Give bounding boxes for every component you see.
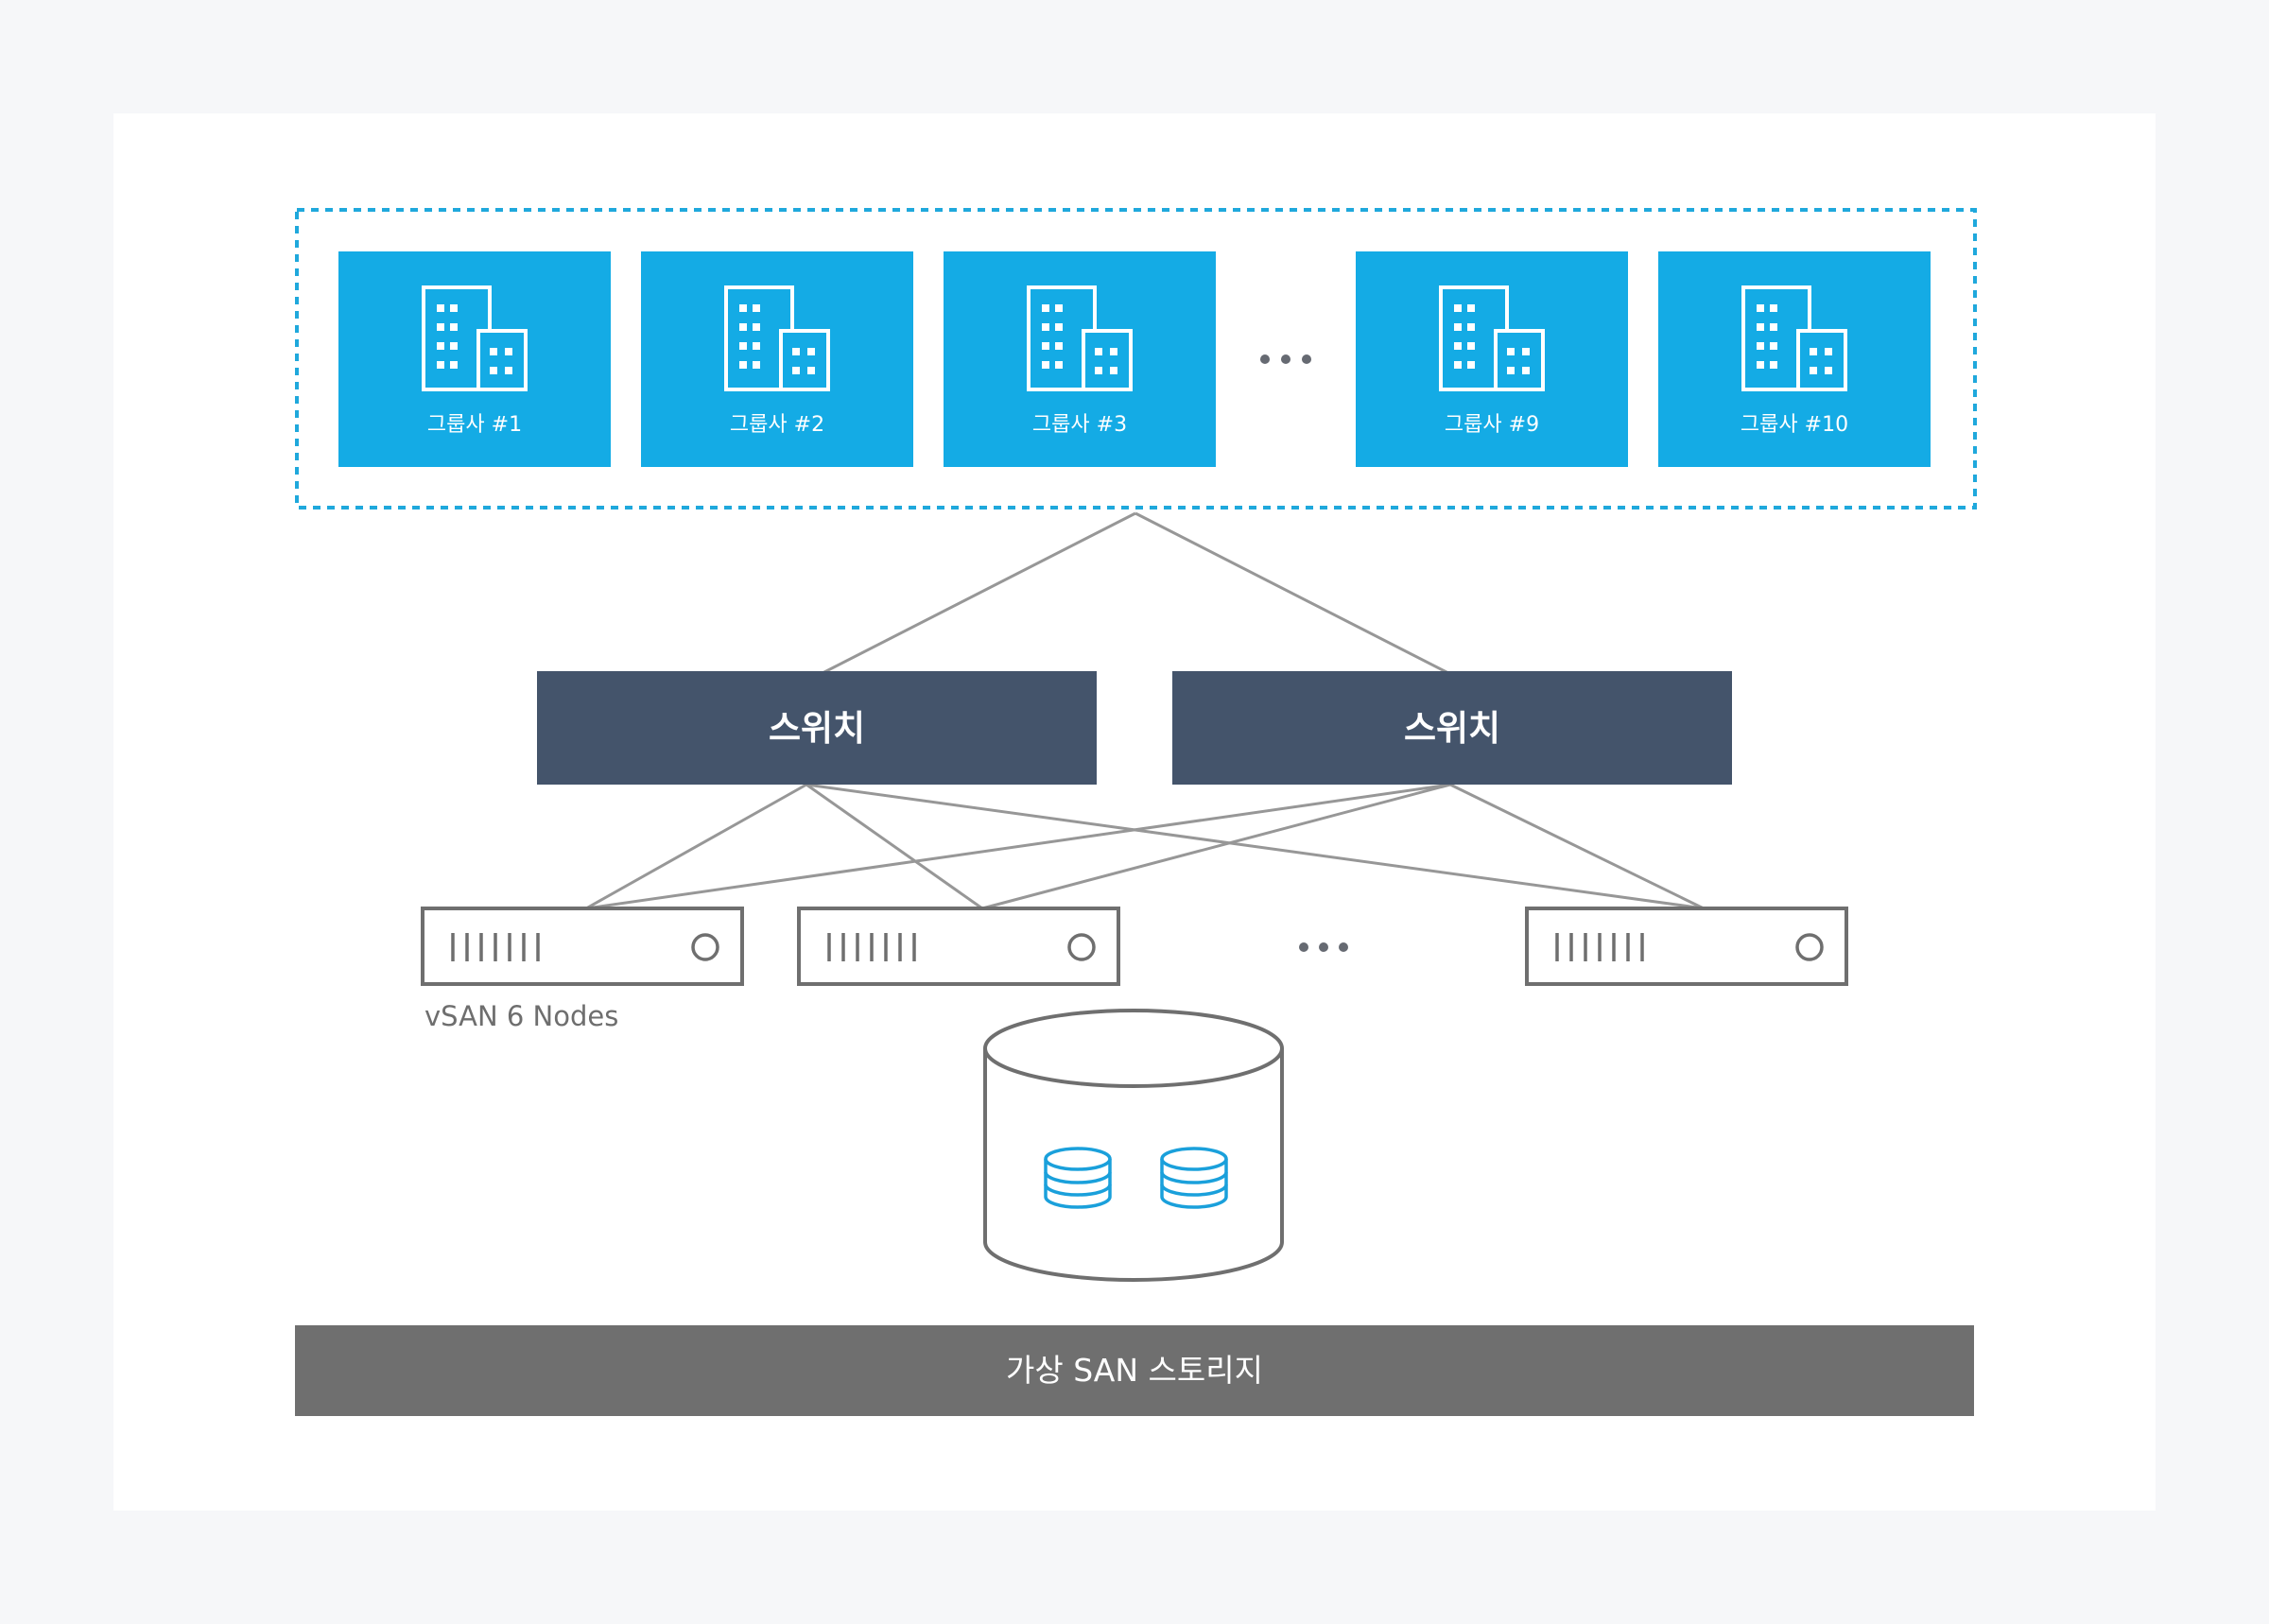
building-icon <box>1027 285 1133 391</box>
building-icon <box>724 285 830 391</box>
switch-2: 스위치 <box>1172 671 1732 785</box>
company-tile-2: 그룹사 #2 <box>641 251 913 467</box>
link-group-to-switch-1 <box>822 511 1136 675</box>
switch-box <box>1172 671 1732 785</box>
disk-icon <box>1160 1147 1228 1209</box>
network-links <box>585 511 1705 910</box>
company-label: 그룹사 #9 <box>1445 413 1539 437</box>
link-group-to-switch-2 <box>1134 511 1449 675</box>
database-icon <box>983 1009 1284 1282</box>
server-node-2 <box>797 907 1120 986</box>
virtual-san-storage-bar: 가상 SAN 스토리지 <box>295 1325 1974 1416</box>
company-label: 그룹사 #3 <box>1032 413 1127 437</box>
more-companies-ellipsis-icon <box>1260 354 1311 364</box>
storage-label: 가상 SAN 스토리지 <box>1006 1352 1263 1389</box>
server-node-1 <box>421 907 744 986</box>
company-tile-10: 그룹사 #10 <box>1658 251 1931 467</box>
link-switch-1-to-node-2 <box>805 783 983 910</box>
company-tile-1: 그룹사 #1 <box>338 251 611 467</box>
more-nodes-ellipsis-icon <box>1299 942 1348 952</box>
link-switch-2-to-node-1 <box>585 783 1451 910</box>
building-icon <box>1741 285 1847 391</box>
company-label: 그룹사 #1 <box>427 413 522 437</box>
company-tile-3: 그룹사 #3 <box>944 251 1216 467</box>
building-icon <box>1439 285 1545 391</box>
switch-box <box>537 671 1097 785</box>
link-switch-1-to-node-1 <box>585 783 807 910</box>
server-icon <box>797 907 1120 986</box>
link-switch-2-to-node-3 <box>1449 783 1705 910</box>
company-label: 그룹사 #10 <box>1741 413 1848 437</box>
building-icon <box>422 285 528 391</box>
company-group-frame <box>295 208 1977 510</box>
company-tile-9: 그룹사 #9 <box>1356 251 1628 467</box>
switch-label: 스위치 <box>1404 708 1500 749</box>
server-icon <box>1525 907 1848 986</box>
link-switch-1-to-node-3 <box>805 783 1705 910</box>
switch-1: 스위치 <box>537 671 1097 785</box>
diagram-canvas: 그룹사 #1 그룹사 #2 <box>113 113 2156 1511</box>
company-label: 그룹사 #2 <box>730 413 824 437</box>
vsan-architecture-diagram: 그룹사 #1 그룹사 #2 <box>295 208 1977 1416</box>
server-node-3 <box>1525 907 1848 986</box>
nodes-caption: vSAN 6 Nodes <box>424 1000 618 1032</box>
link-switch-2-to-node-2 <box>981 783 1451 910</box>
server-icon <box>421 907 744 986</box>
storage-bar-bg <box>295 1325 1974 1416</box>
switch-label: 스위치 <box>769 708 865 749</box>
disk-icon <box>1044 1147 1112 1209</box>
